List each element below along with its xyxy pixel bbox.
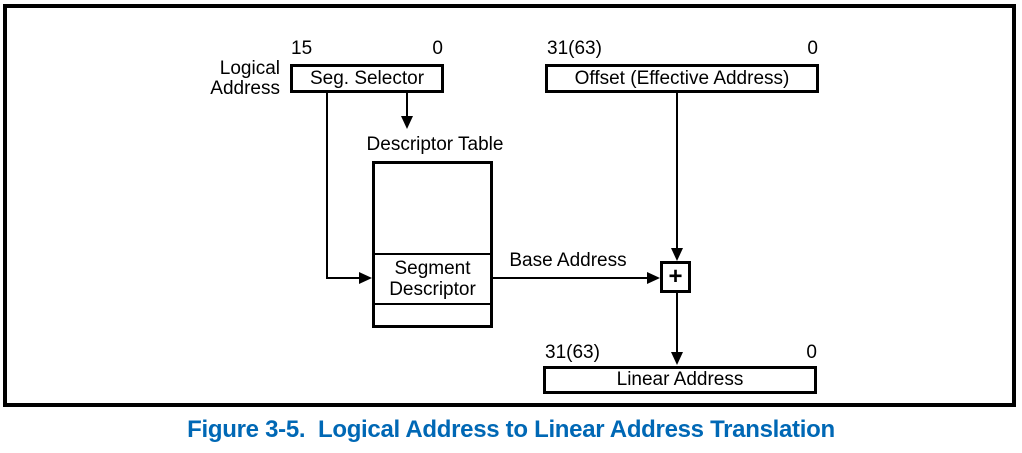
segment-descriptor-entry: Segment Descriptor: [375, 255, 490, 305]
plus-icon: +: [668, 263, 683, 290]
seg-selector-box: Seg. Selector: [290, 64, 444, 93]
connector-offset-to-adder: [676, 91, 678, 248]
descriptor-table-title: Descriptor Table: [366, 134, 504, 155]
offset-box: Offset (Effective Address): [545, 64, 819, 93]
connector-adder-to-linear-address: [676, 293, 678, 353]
logical-address-line1: Logical: [219, 58, 280, 79]
descriptor-table-box: Segment Descriptor: [372, 161, 493, 328]
figure-border: [3, 4, 1016, 407]
seg-selector-bit-high: 15: [291, 38, 313, 59]
offset-bit-low: 0: [807, 38, 818, 59]
logical-address-line2: Address: [210, 78, 280, 99]
connector-selector-to-table: [406, 91, 408, 117]
seg-selector-bit-low: 0: [432, 38, 443, 59]
connector-base-address-to-adder: [493, 277, 647, 279]
segment-descriptor-line2: Descriptor: [389, 279, 476, 300]
seg-selector-label: Seg. Selector: [309, 67, 425, 89]
linear-address-box: Linear Address: [543, 366, 817, 394]
adder-box: +: [660, 261, 691, 293]
arrowhead-to-descriptor-table-icon: [401, 116, 413, 129]
linear-address-bit-high: 31(63): [545, 342, 600, 363]
logical-address-label: Logical Address: [190, 59, 280, 99]
descriptor-table-upper-section: [375, 164, 490, 255]
segment-descriptor-line1: Segment: [394, 258, 471, 279]
arrowhead-into-linear-address-icon: [671, 352, 683, 365]
offset-label: Offset (Effective Address): [574, 67, 790, 89]
arrowhead-into-adder-left-icon: [647, 272, 660, 284]
figure-caption: Figure 3-5. Logical Address to Linear Ad…: [187, 416, 835, 443]
arrowhead-into-adder-top-icon: [671, 248, 683, 261]
arrowhead-into-segment-descriptor-icon: [359, 272, 372, 284]
linear-address-label: Linear Address: [616, 369, 744, 390]
connector-selector-to-descriptor-horizontal: [326, 277, 359, 279]
descriptor-table-lower-section: [375, 305, 490, 325]
connector-selector-to-descriptor-vertical: [326, 91, 328, 279]
base-address-label: Base Address: [509, 250, 627, 271]
linear-address-bit-low: 0: [806, 342, 817, 363]
offset-bit-high: 31(63): [547, 38, 602, 59]
